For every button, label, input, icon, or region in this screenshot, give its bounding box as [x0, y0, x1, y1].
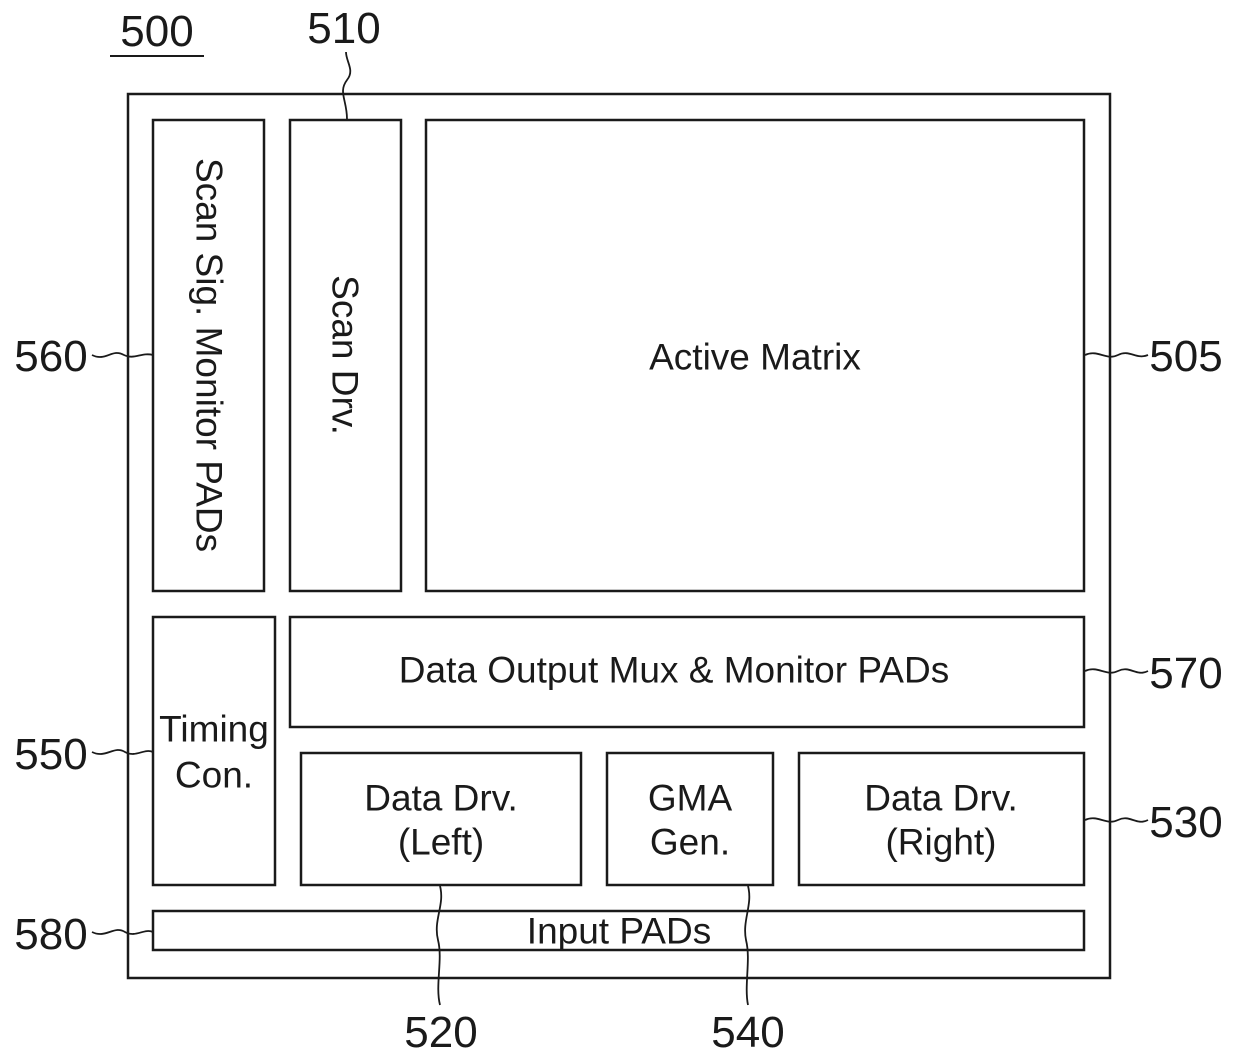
ref-510: 510	[307, 4, 380, 53]
ref-560: 560	[14, 332, 87, 381]
input-pads-block: Input PADs	[153, 911, 1084, 952]
data-driver-left-box	[301, 753, 581, 885]
timing-controller-label-line1: Timing	[159, 709, 269, 750]
scan-driver-block: Scan Drv.	[290, 120, 401, 591]
leader-line-580	[92, 930, 153, 934]
ref-550: 550	[14, 730, 87, 779]
ref-505: 505	[1149, 332, 1222, 381]
ref-530: 530	[1149, 798, 1222, 847]
timing-controller-box	[153, 617, 275, 885]
leader-line-550	[92, 750, 153, 754]
scan-driver-label: Scan Drv.	[325, 275, 366, 435]
ref-540: 540	[711, 1008, 784, 1057]
leader-line-560	[92, 353, 153, 357]
timing-controller-block: Timing Con.	[153, 617, 275, 885]
timing-controller-label-line2: Con.	[175, 755, 253, 796]
input-pads-label: Input PADs	[527, 911, 711, 952]
data-driver-right-label-line1: Data Drv.	[864, 778, 1018, 819]
scan-monitor-pads-label: Scan Sig. Monitor PADs	[189, 158, 230, 552]
ref-580: 580	[14, 910, 87, 959]
leader-line-510	[343, 52, 350, 119]
data-driver-left-label-line2: (Left)	[398, 822, 484, 863]
gma-generator-block: GMA Gen.	[607, 753, 773, 885]
leader-line-530	[1085, 818, 1148, 821]
data-output-mux-label: Data Output Mux & Monitor PADs	[399, 650, 949, 691]
data-driver-left-label-line1: Data Drv.	[364, 778, 518, 819]
gma-generator-label-line2: Gen.	[650, 822, 730, 863]
ref-570: 570	[1149, 649, 1222, 698]
data-output-mux-block: Data Output Mux & Monitor PADs	[290, 617, 1084, 727]
active-matrix-label: Active Matrix	[649, 337, 861, 378]
data-driver-right-label-line2: (Right)	[885, 822, 996, 863]
data-driver-left-block: Data Drv. (Left)	[301, 753, 581, 885]
gma-generator-label-line1: GMA	[648, 778, 733, 819]
figure-number: 500	[120, 7, 193, 56]
scan-monitor-pads-block: Scan Sig. Monitor PADs	[153, 120, 264, 591]
data-driver-right-box	[799, 753, 1084, 885]
leader-line-540	[745, 886, 749, 1005]
leader-line-520	[437, 886, 441, 1005]
leader-line-505	[1085, 353, 1148, 357]
gma-generator-box	[607, 753, 773, 885]
active-matrix-block: Active Matrix	[426, 120, 1084, 591]
leader-line-570	[1085, 669, 1148, 672]
ref-520: 520	[404, 1008, 477, 1057]
data-driver-right-block: Data Drv. (Right)	[799, 753, 1084, 885]
